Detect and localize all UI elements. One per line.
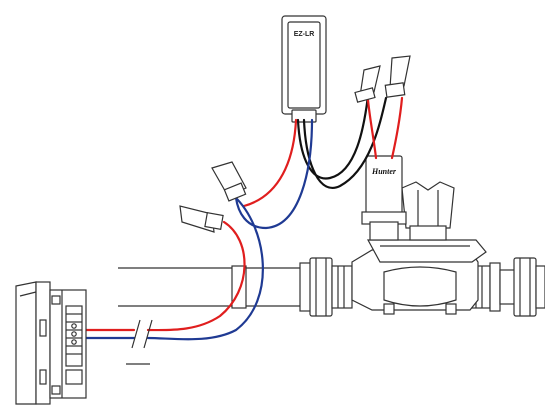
wire-red-solenoid-1 (366, 98, 378, 160)
terminal-screw (71, 339, 77, 345)
wire-nuts (179, 55, 411, 233)
flow-control-handle (401, 181, 455, 229)
module-label: EZ-LR (294, 31, 315, 38)
wire-nut-icon (211, 161, 247, 202)
solenoid-brand-label: Hunter (371, 167, 397, 176)
wire-blue-field-right (146, 194, 264, 341)
wires (66, 94, 404, 341)
wire-blue-module (234, 118, 314, 230)
wire-red-field-right (146, 220, 246, 332)
controller-battery (65, 369, 83, 385)
left-union (299, 257, 353, 317)
valve-diaphragm (383, 266, 457, 307)
solenoid-body (365, 155, 403, 217)
right-union (467, 257, 545, 317)
wire-nut-icon (384, 55, 411, 98)
controller-housing (15, 281, 37, 405)
controller-front (35, 281, 51, 405)
valve-stem (409, 225, 447, 241)
valve-icon (351, 181, 487, 315)
wire-break-icon (126, 319, 153, 365)
wire-red-module (242, 118, 298, 208)
solenoid-thread (369, 221, 399, 241)
ez-lr-module: EZ-LR (281, 15, 327, 123)
solenoid-icon: Hunter (361, 155, 407, 241)
controller-icon (15, 281, 87, 405)
valve-bonnet (366, 239, 487, 263)
pipe (118, 257, 545, 317)
terminal-screw (71, 323, 77, 329)
wire-red-solenoid-2 (390, 96, 404, 160)
wire-nut-icon (179, 205, 224, 233)
wire-black-module-1 (296, 94, 370, 180)
terminal-screw (71, 331, 77, 337)
wire-nut-icon (354, 65, 381, 103)
